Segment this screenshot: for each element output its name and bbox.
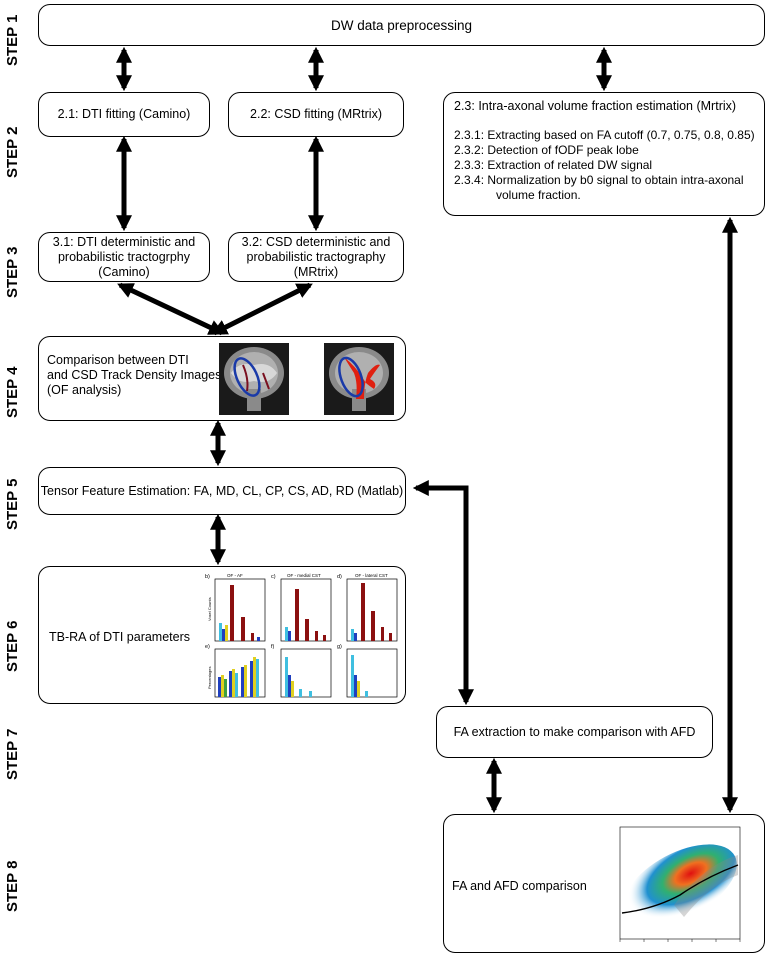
tbra-box: TB-RA of DTI parameters b) c) d) e) f) g… <box>38 566 406 704</box>
comparison-box: Comparison between DTI and CSD Track Den… <box>38 336 406 421</box>
dti-tracto-line-3: (Camino) <box>98 264 150 279</box>
comparison-line-3: (OF analysis) <box>47 383 122 397</box>
fa-extraction-box: FA extraction to make comparison with AF… <box>436 706 713 758</box>
panel-b-title: OF - AF <box>227 573 243 578</box>
preprocessing-label: DW data preprocessing <box>330 17 473 33</box>
panel-c-title: OF - medial CST <box>287 573 321 578</box>
panel-f-letter: f) <box>271 644 275 650</box>
csd-fitting-box: 2.2: CSD fitting (MRtrix) <box>228 92 404 137</box>
fa-extraction-label: FA extraction to make comparison with AF… <box>453 724 696 739</box>
dti-fitting-box: 2.1: DTI fitting (Camino) <box>38 92 210 137</box>
ylabel-percent: Percentages <box>207 667 212 689</box>
panel-b-letter: b) <box>205 574 210 580</box>
csd-tracto-line-1: 3.2: CSD deterministic and <box>241 234 391 249</box>
intra-axonal-box: 2.3: Intra-axonal volume fraction estima… <box>443 92 765 216</box>
intra-item-3: 2.3.3: Extraction of related DW signal <box>454 158 653 172</box>
csd-fitting-label: 2.2: CSD fitting (MRtrix) <box>250 107 382 121</box>
comparison-line-2: and CSD Track Density Images <box>47 368 222 382</box>
preprocessing-box: DW data preprocessing <box>38 4 765 46</box>
dti-tracto-line-1: 3.1: DTI deterministic and <box>52 234 196 249</box>
panel-d-title: OF - lateral CST <box>355 573 388 578</box>
panel-c-letter: c) <box>271 574 276 580</box>
panel-e-letter: e) <box>205 644 210 650</box>
comparison-text: Comparison between DTI and CSD Track Den… <box>47 353 221 398</box>
panel-d-letter: d) <box>337 574 342 580</box>
intra-axonal-list: 2.3.1: Extracting based on FA cutoff (0.… <box>454 128 764 203</box>
dti-tracto-box: 3.1: DTI deterministic and probabilistic… <box>38 232 210 282</box>
dti-brain-image <box>219 343 289 415</box>
fa-afd-box: FA and AFD comparison <box>443 814 765 953</box>
tbra-charts: b) c) d) e) f) g) OF - AF OF - medial CS… <box>205 573 398 698</box>
csd-tracto-box: 3.2: CSD deterministic and probabilistic… <box>228 232 404 282</box>
comparison-line-1: Comparison between DTI <box>47 353 189 367</box>
dti-fitting-label: 2.1: DTI fitting (Camino) <box>57 107 191 121</box>
ylabel-counts: Voxel Counts <box>207 597 212 621</box>
tensor-box: Tensor Feature Estimation: FA, MD, CL, C… <box>38 467 406 515</box>
tbra-label: TB-RA of DTI parameters <box>49 630 191 644</box>
panel-g-letter: g) <box>337 644 342 650</box>
intra-item-2: 2.3.2: Detection of fODF peak lobe <box>454 143 639 157</box>
arrow-dti-tracto-comp <box>117 282 225 336</box>
fa-afd-label: FA and AFD comparison <box>452 879 587 893</box>
dti-tracto-line-2: probabilistic tractogrphy <box>57 249 190 264</box>
fa-afd-scatter <box>619 826 741 942</box>
intra-item-4: 2.3.4: Normalization by b0 signal to obt… <box>454 173 744 187</box>
intra-item-1: 2.3.1: Extracting based on FA cutoff (0.… <box>454 128 755 142</box>
csd-tracto-line-2: probabilistic tractography <box>246 249 386 264</box>
csd-brain-image <box>324 343 394 415</box>
csd-tracto-line-3: (MRtrix) <box>293 264 339 279</box>
intra-item-5: volume fraction. <box>496 188 581 202</box>
tensor-label: Tensor Feature Estimation: FA, MD, CL, C… <box>40 483 404 498</box>
arrow-tensor-fa-extraction <box>412 479 475 706</box>
intra-axonal-title: 2.3: Intra-axonal volume fraction estima… <box>454 99 737 113</box>
arrow-csd-tracto-comp <box>211 282 313 336</box>
